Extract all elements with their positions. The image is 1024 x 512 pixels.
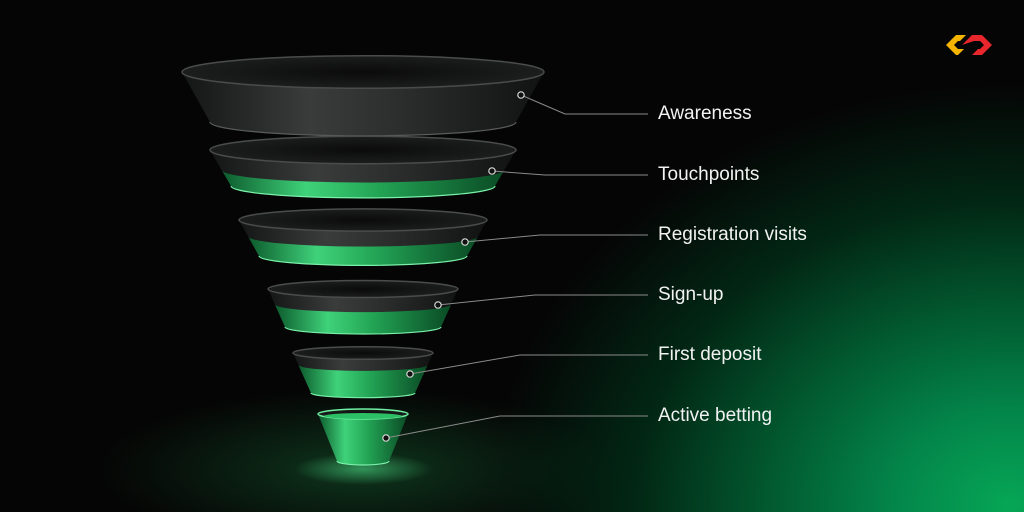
funnel-stage-4 [267,279,459,335]
leader-line-4 [437,294,648,306]
leader-line-5 [409,354,648,375]
ring-bottom-edge [310,392,416,399]
ring-bottom-edge [258,255,468,266]
tip-inner [324,413,402,419]
ring-body [182,72,544,136]
ring-bottom-edge [230,185,496,199]
stage-label-4: Sign-up [658,284,724,305]
ring-green-band [298,365,428,398]
leader-line-3 [464,234,648,243]
ring-rim [181,54,545,90]
funnel-stage-3 [238,208,488,266]
funnel-stage-1 [181,54,545,137]
ring-rim [267,279,459,299]
leader-line-1 [520,94,648,115]
funnel-stage-2 [209,135,517,199]
stage-label-2: Touchpoints [658,164,760,185]
stage-label-3: Registration visits [658,224,807,245]
leader-dot-4 [434,301,442,309]
funnel-stage-5 [292,345,434,399]
stage-label-1: Awareness [658,103,752,124]
leader-line-6 [385,415,648,439]
ring-green-band [221,169,505,198]
stage-label-5: First deposit [658,344,762,365]
leader-dot-2 [488,167,496,175]
leader-dot-6 [382,434,390,442]
logo-yellow-shape [946,35,966,55]
ring-bottom-edge [336,460,390,466]
stage-label-6: Active betting [658,405,773,426]
leader-dot-3 [461,238,469,246]
logo-red-shape [962,35,992,55]
leader-dot-5 [406,370,414,378]
ring-green-band [248,236,478,266]
leader-line-2 [491,170,648,176]
ring-green-band [274,304,452,335]
funnel-stage-6 [293,408,433,485]
ring-rim [238,208,488,232]
ring-green-band [318,414,408,465]
brand-logo-icon [946,35,992,55]
ring-rim [209,135,517,165]
tip-glow [293,453,433,485]
ring-bottom-edge [284,326,442,335]
ring-rim [292,345,434,361]
leader-dot-1 [517,91,525,99]
